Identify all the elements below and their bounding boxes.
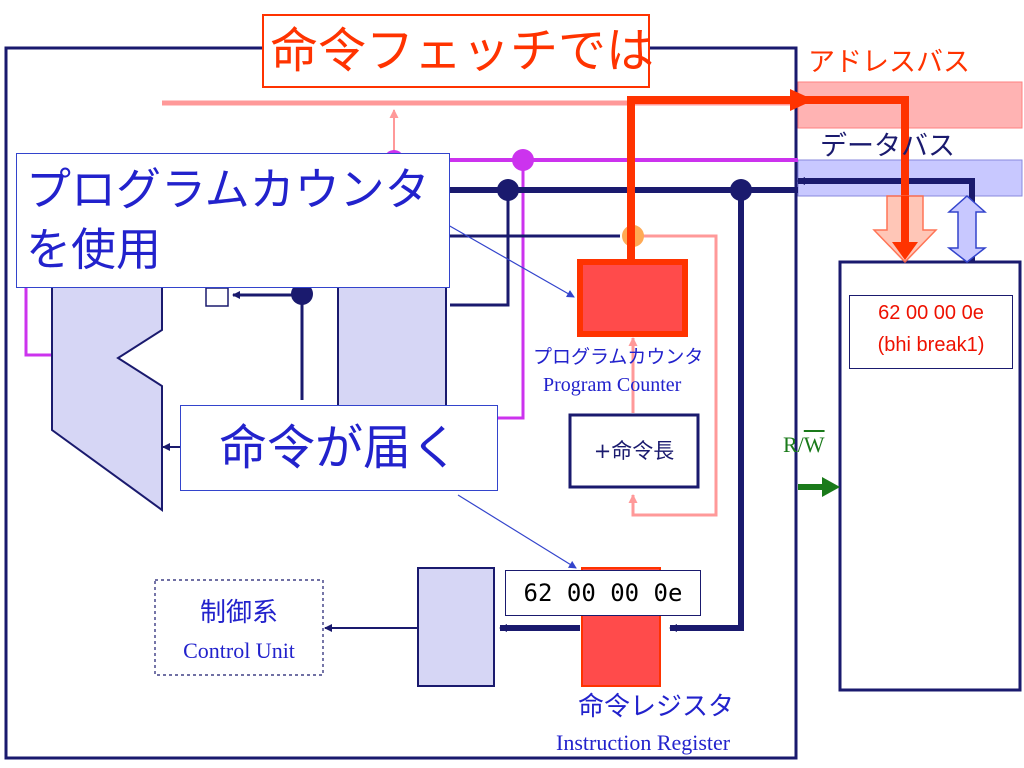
control-label-ja: 制御系 [199,598,278,628]
register-file-block [337,279,447,411]
title-box [262,14,650,88]
ir-value-text: 62 00 00 0e [523,579,683,607]
decoder-block [417,567,495,687]
rw-arrow-head [822,477,840,497]
navy-thin-line [450,190,510,307]
memory-content-line2: (bhi break1) [877,334,985,356]
memory-content-box [849,295,1013,369]
pc-label-en: Program Counter [543,374,682,396]
ir-label-ja: 命令レジスタ [578,692,735,722]
navy-junction-dot [730,179,752,201]
page-title: 命令フェッチでは [270,23,655,79]
pc-increment-loop [628,234,718,517]
data-bus-label: データバス [820,131,955,162]
data-to-ir-line [669,190,744,632]
address-bus-to-memory-head [892,242,918,260]
navy-junction-dot [497,179,519,201]
increment-box [568,413,700,489]
ir-callout-text: 命令が届く [218,420,459,476]
ir-value-box [505,570,701,616]
ir-callout-pointer [457,494,577,569]
data-bus-memory-double-arrow [946,194,988,263]
rw-label-bar: W [803,432,825,457]
navy-junction-dot [291,283,313,305]
ir-callout-box [180,405,498,491]
pc-callout-box [16,153,450,288]
pc-callout-text: プログラムカウンタを使用 [26,163,430,276]
purple-callout-drop [498,160,525,420]
small-register-stub [205,287,229,307]
pc-callout-pointer [447,224,575,298]
address-bus-label: アドレスバス [808,47,970,78]
memory-content-line1: 62 00 00 0e [878,302,984,324]
pc-label-ja: プログラムカウンタ [533,346,704,368]
rw-label-prefix: R/ [783,432,804,457]
purple-junction-dot [512,149,534,171]
program-counter-register [577,259,688,337]
ir-label-en: Instruction Register [556,730,731,755]
pc-address-path [627,96,798,262]
alu-shape [51,281,163,512]
control-unit-box [154,579,324,676]
rw-label: R/W [783,432,825,458]
increment-label: +命令長 [593,439,675,463]
address-bus-band [797,81,1023,129]
control-label-en: Control Unit [183,638,295,663]
